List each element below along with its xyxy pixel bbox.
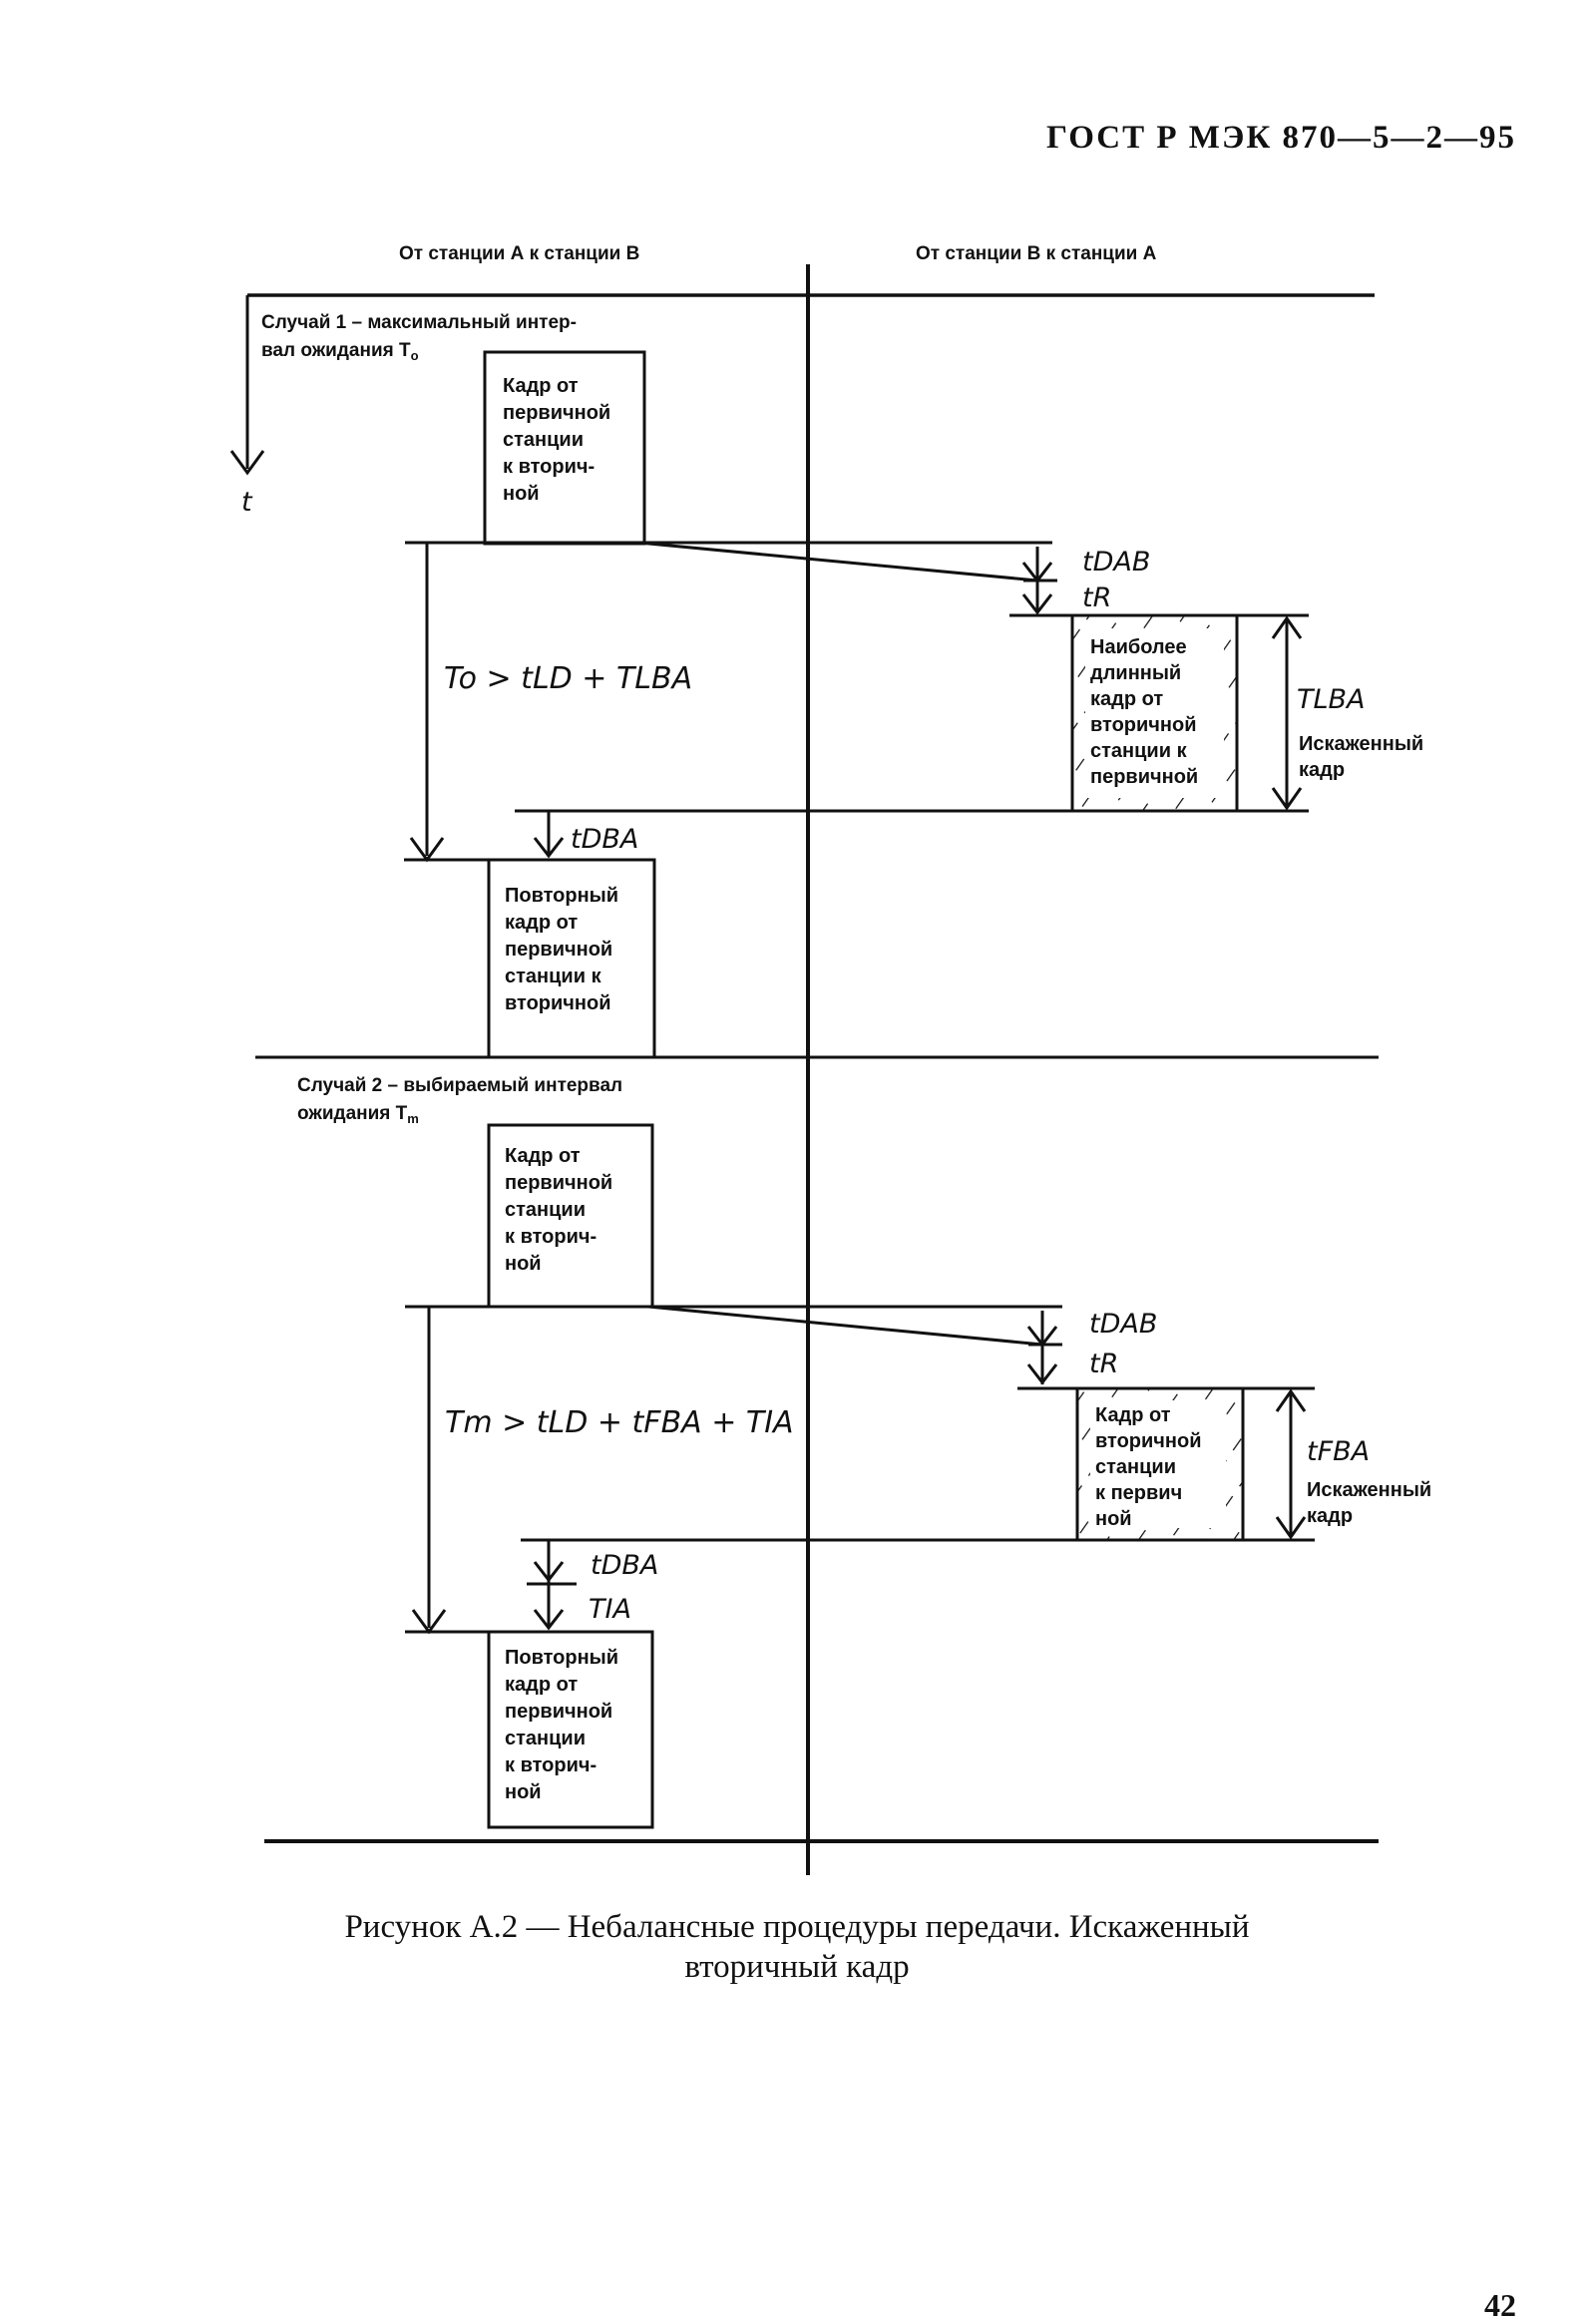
case-2-repeat-frame-text: Повторный кадр от первичной станции к вт…: [505, 1647, 618, 1803]
svg-text:длинный: длинный: [1090, 662, 1181, 684]
svg-text:кадр от: кадр от: [505, 912, 578, 934]
case-1-title: Случай 1 – максимальный интер- вал ожида…: [261, 312, 577, 363]
svg-text:Повторный: Повторный: [505, 1647, 618, 1669]
case-2-tdba-tia-markers: [527, 1540, 577, 1631]
svg-text:Кадр от: Кадр от: [1095, 1404, 1171, 1426]
svg-text:к вторич-: к вторич-: [505, 1754, 597, 1776]
case-1-title-line1: Случай 1 – максимальный интер-: [261, 312, 577, 333]
column-header-right: От станции В к станции А: [916, 243, 1157, 264]
case-2-title-line1: Случай 2 – выбираемый интервал: [297, 1075, 622, 1096]
svg-text:ной: ной: [505, 1781, 542, 1803]
svg-text:первичной: первичной: [503, 402, 610, 424]
case-1-primary-frame-text: Кадр от первичной станции к вторич- ной: [503, 375, 610, 505]
svg-text:кадр от: кадр от: [1090, 688, 1163, 710]
case-1-tdba-marker: [533, 811, 565, 859]
case-2-formula: Tm > tLD + tFBA + TIA: [445, 1405, 794, 1440]
case-1-formula: To > tLD + TLBA: [444, 661, 692, 696]
case-2-primary-frame-text: Кадр от первичной станции к вторич- ной: [505, 1145, 612, 1275]
figure-caption-line1: Рисунок А.2 — Небалансные процедуры пере…: [344, 1909, 1250, 1945]
case-2-t-dab: tDAB: [1089, 1309, 1157, 1340]
case-2-distorted-label-1: Искаженный: [1307, 1479, 1431, 1501]
case-1-distorted-label-2: кадр: [1299, 759, 1345, 781]
svg-text:станции: станции: [505, 1199, 586, 1221]
svg-text:первичной: первичной: [1090, 766, 1198, 788]
case-1-secondary-frame-text-bg: [1085, 628, 1224, 798]
svg-text:вторичной: вторичной: [1090, 714, 1197, 736]
svg-text:к первич: к первич: [1095, 1482, 1182, 1504]
svg-text:ной: ной: [503, 483, 540, 505]
svg-text:Повторный: Повторный: [505, 885, 618, 907]
figure-caption: Рисунок А.2 — Небалансные процедуры пере…: [0, 1907, 1594, 1987]
case-2-t-fba: tFBA: [1307, 1436, 1370, 1467]
case-1-timeout-arrow: [409, 543, 445, 863]
document-code-header: ГОСТ Р МЭК 870—5—2—95: [1046, 120, 1516, 156]
case-1-propagation-line: [637, 541, 1038, 582]
svg-text:станции: станции: [503, 429, 584, 451]
case-2-repeat-frame-box: [487, 1630, 654, 1829]
case-1-secondary-frame-text: Наиболее длинный кадр от вторичной станц…: [1090, 636, 1198, 788]
page-number: 42: [1484, 2287, 1516, 2323]
svg-text:вторичной: вторичной: [505, 992, 611, 1014]
case-2-secondary-frame-text-bg: [1090, 1400, 1226, 1528]
svg-text:ной: ной: [505, 1253, 542, 1275]
case-1-repeat-frame-text: Повторный кадр от первичной станции к вт…: [505, 885, 618, 1014]
svg-text:Кадр от: Кадр от: [505, 1145, 581, 1167]
svg-text:первичной: первичной: [505, 1701, 612, 1723]
case-2-t-dba: tDBA: [591, 1550, 658, 1581]
time-axis-label: t: [241, 487, 253, 518]
case-2-secondary-frame-text: Кадр от вторичной станции к первич ной: [1095, 1404, 1202, 1530]
case-2-propagation-line: [647, 1305, 1043, 1347]
case-2-tfba-dimension: [1243, 1386, 1315, 1542]
svg-text:вторичной: вторичной: [1095, 1430, 1202, 1452]
figure-caption-line2: вторичный кадр: [684, 1949, 910, 1985]
column-header-left: От станции А к станции В: [399, 243, 639, 264]
case-2-distorted-label-2: кадр: [1307, 1505, 1353, 1527]
case-1-t-r: tR: [1082, 582, 1111, 613]
case-1-distorted-label-1: Искаженный: [1299, 733, 1423, 755]
case-2-tdab-tr-markers: [1017, 1311, 1077, 1390]
case-2-title: Случай 2 – выбираемый интервал ожидания …: [297, 1075, 622, 1126]
case-2-t-r: tR: [1089, 1349, 1118, 1379]
svg-text:ной: ной: [1095, 1508, 1132, 1530]
svg-text:первичной: первичной: [505, 939, 612, 961]
svg-text:станции: станции: [1095, 1456, 1176, 1478]
case-1-tdab-tr-markers: [1009, 547, 1072, 617]
svg-text:к вторич-: к вторич-: [505, 1226, 597, 1248]
svg-text:станции: станции: [505, 1728, 586, 1749]
case-1-t-dba: tDBA: [571, 824, 638, 855]
case-2-timeout-arrow: [411, 1307, 447, 1635]
case-1-title-line2: вал ожидания Тo: [261, 340, 419, 363]
svg-text:станции к: станции к: [1090, 740, 1188, 762]
case-1-t-dab: tDAB: [1082, 547, 1150, 578]
time-axis: t: [229, 295, 265, 518]
case-1-t-lba: TLBA: [1297, 684, 1366, 715]
svg-text:кадр от: кадр от: [505, 1674, 578, 1696]
svg-text:станции к: станции к: [505, 966, 602, 987]
case-2-title-line2: ожидания Тm: [297, 1103, 419, 1126]
case-2-t-ia: TIA: [589, 1594, 631, 1625]
svg-text:к вторич-: к вторич-: [503, 456, 595, 478]
svg-text:Наиболее: Наиболее: [1090, 636, 1187, 658]
svg-text:Кадр от: Кадр от: [503, 375, 579, 397]
transmission-timing-diagram: От станции А к станции В От станции В к …: [229, 243, 1431, 1875]
svg-text:первичной: первичной: [505, 1172, 612, 1194]
